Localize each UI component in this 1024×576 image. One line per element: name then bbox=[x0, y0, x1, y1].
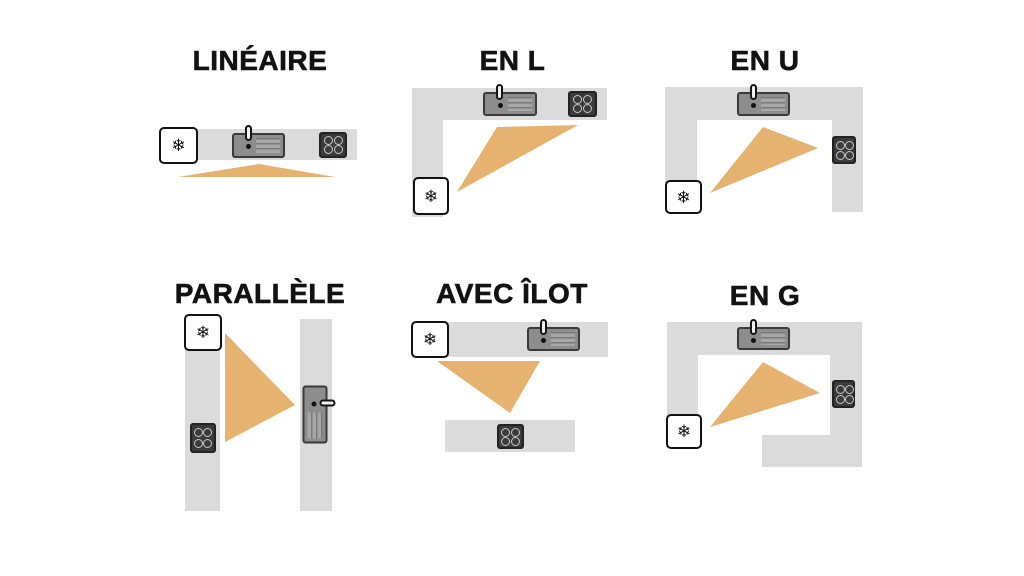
burner bbox=[845, 384, 854, 394]
fridge-icon: ❄ bbox=[184, 314, 222, 351]
kitchen-layout-en-g: EN G ❄ bbox=[648, 272, 882, 487]
burner bbox=[510, 437, 520, 446]
burner bbox=[501, 437, 511, 446]
cooktop-icon bbox=[832, 136, 856, 164]
burner bbox=[501, 428, 511, 437]
burner bbox=[836, 384, 845, 394]
kitchen-layout-parallele: PARALLÈLE ❄ bbox=[150, 272, 370, 522]
kitchen-layout-en-l: EN L ❄ bbox=[395, 40, 630, 230]
layout-title-en-u: EN U bbox=[730, 45, 800, 77]
faucet-icon bbox=[749, 319, 757, 335]
snowflake-icon: ❄ bbox=[195, 323, 211, 342]
burner bbox=[572, 95, 582, 104]
sink-drainboard bbox=[508, 97, 532, 111]
faucet-icon bbox=[244, 125, 252, 141]
cooktop-icon bbox=[190, 423, 216, 453]
sink-icon bbox=[232, 125, 285, 158]
sink-drainboard bbox=[551, 332, 575, 346]
faucet-icon bbox=[539, 319, 547, 335]
fridge-icon: ❄ bbox=[411, 321, 449, 358]
burner bbox=[203, 439, 212, 448]
burner bbox=[323, 145, 333, 154]
snowflake-icon: ❄ bbox=[422, 330, 438, 349]
sink-drainboard bbox=[761, 332, 785, 345]
burner bbox=[572, 104, 582, 113]
sink-icon bbox=[737, 319, 790, 350]
burner bbox=[845, 394, 854, 404]
cooktop-icon bbox=[568, 91, 597, 117]
sink-icon bbox=[527, 319, 580, 351]
burner bbox=[583, 95, 593, 104]
fridge-icon: ❄ bbox=[665, 180, 702, 214]
burner bbox=[836, 140, 845, 150]
layout-title-en-l: EN L bbox=[479, 45, 546, 77]
burner bbox=[836, 394, 845, 404]
fridge-icon: ❄ bbox=[159, 127, 198, 164]
sink-icon bbox=[737, 84, 790, 116]
burner bbox=[194, 428, 203, 437]
sink-drain-dot bbox=[751, 103, 757, 108]
fridge-icon: ❄ bbox=[666, 414, 702, 449]
sink-icon bbox=[302, 385, 336, 444]
sink-drain-dot bbox=[497, 103, 503, 108]
burner bbox=[333, 145, 343, 154]
layout-title-avec-ilot: AVEC ÎLOT bbox=[436, 278, 588, 310]
kitchen-layout-en-u: EN U ❄ bbox=[648, 40, 882, 230]
burner bbox=[194, 439, 203, 448]
burner bbox=[836, 150, 845, 160]
sink-drain-dot bbox=[751, 338, 757, 343]
snowflake-icon: ❄ bbox=[171, 136, 186, 155]
snowflake-icon: ❄ bbox=[676, 187, 691, 207]
layout-title-en-g: EN G bbox=[729, 280, 801, 312]
layout-title-parallele: PARALLÈLE bbox=[174, 278, 346, 310]
sink-drain-dot bbox=[541, 338, 547, 343]
sink-drain-dot bbox=[246, 144, 252, 149]
cooktop-icon bbox=[319, 132, 347, 158]
sink-drainboard bbox=[761, 97, 785, 111]
burner bbox=[845, 150, 854, 160]
sink-drainboard bbox=[307, 412, 323, 439]
burner bbox=[510, 428, 520, 437]
burner bbox=[203, 428, 212, 437]
sink-icon bbox=[483, 84, 537, 116]
burner bbox=[845, 140, 854, 150]
sink-drainboard bbox=[256, 138, 280, 153]
fridge-icon: ❄ bbox=[413, 177, 449, 215]
faucet-icon bbox=[496, 84, 503, 100]
burner bbox=[323, 136, 333, 145]
layout-title-lineaire: LINÉAIRE bbox=[192, 45, 328, 77]
snowflake-icon: ❄ bbox=[423, 186, 439, 206]
kitchen-layout-avec-ilot: AVEC ÎLOT ❄ bbox=[400, 272, 624, 477]
cooktop-icon bbox=[832, 380, 855, 408]
faucet-icon bbox=[749, 84, 757, 100]
burner bbox=[333, 136, 343, 145]
sink-drain-dot bbox=[311, 401, 317, 406]
burner bbox=[583, 104, 593, 113]
cooktop-icon bbox=[497, 424, 524, 449]
kitchen-layout-lineaire: LINÉAIRE ❄ bbox=[140, 40, 380, 225]
snowflake-icon: ❄ bbox=[676, 422, 692, 441]
faucet-icon bbox=[319, 399, 336, 407]
counter-run bbox=[762, 435, 862, 467]
